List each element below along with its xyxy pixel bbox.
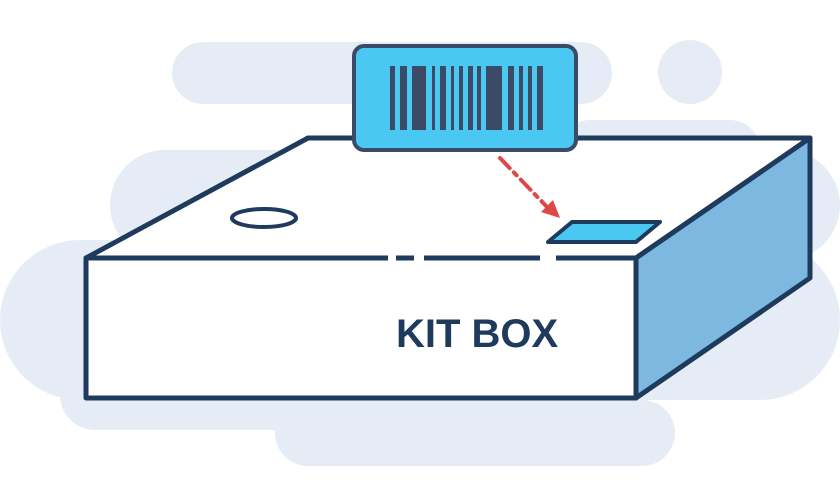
scan-target-icon xyxy=(546,220,662,244)
box-front-face xyxy=(83,255,639,401)
dashed-arrow-icon xyxy=(498,156,560,218)
barcode-bars xyxy=(390,66,543,130)
box-hole-icon xyxy=(230,207,298,229)
box-label: KIT BOX xyxy=(396,312,559,356)
barcode-label-icon xyxy=(352,44,578,152)
